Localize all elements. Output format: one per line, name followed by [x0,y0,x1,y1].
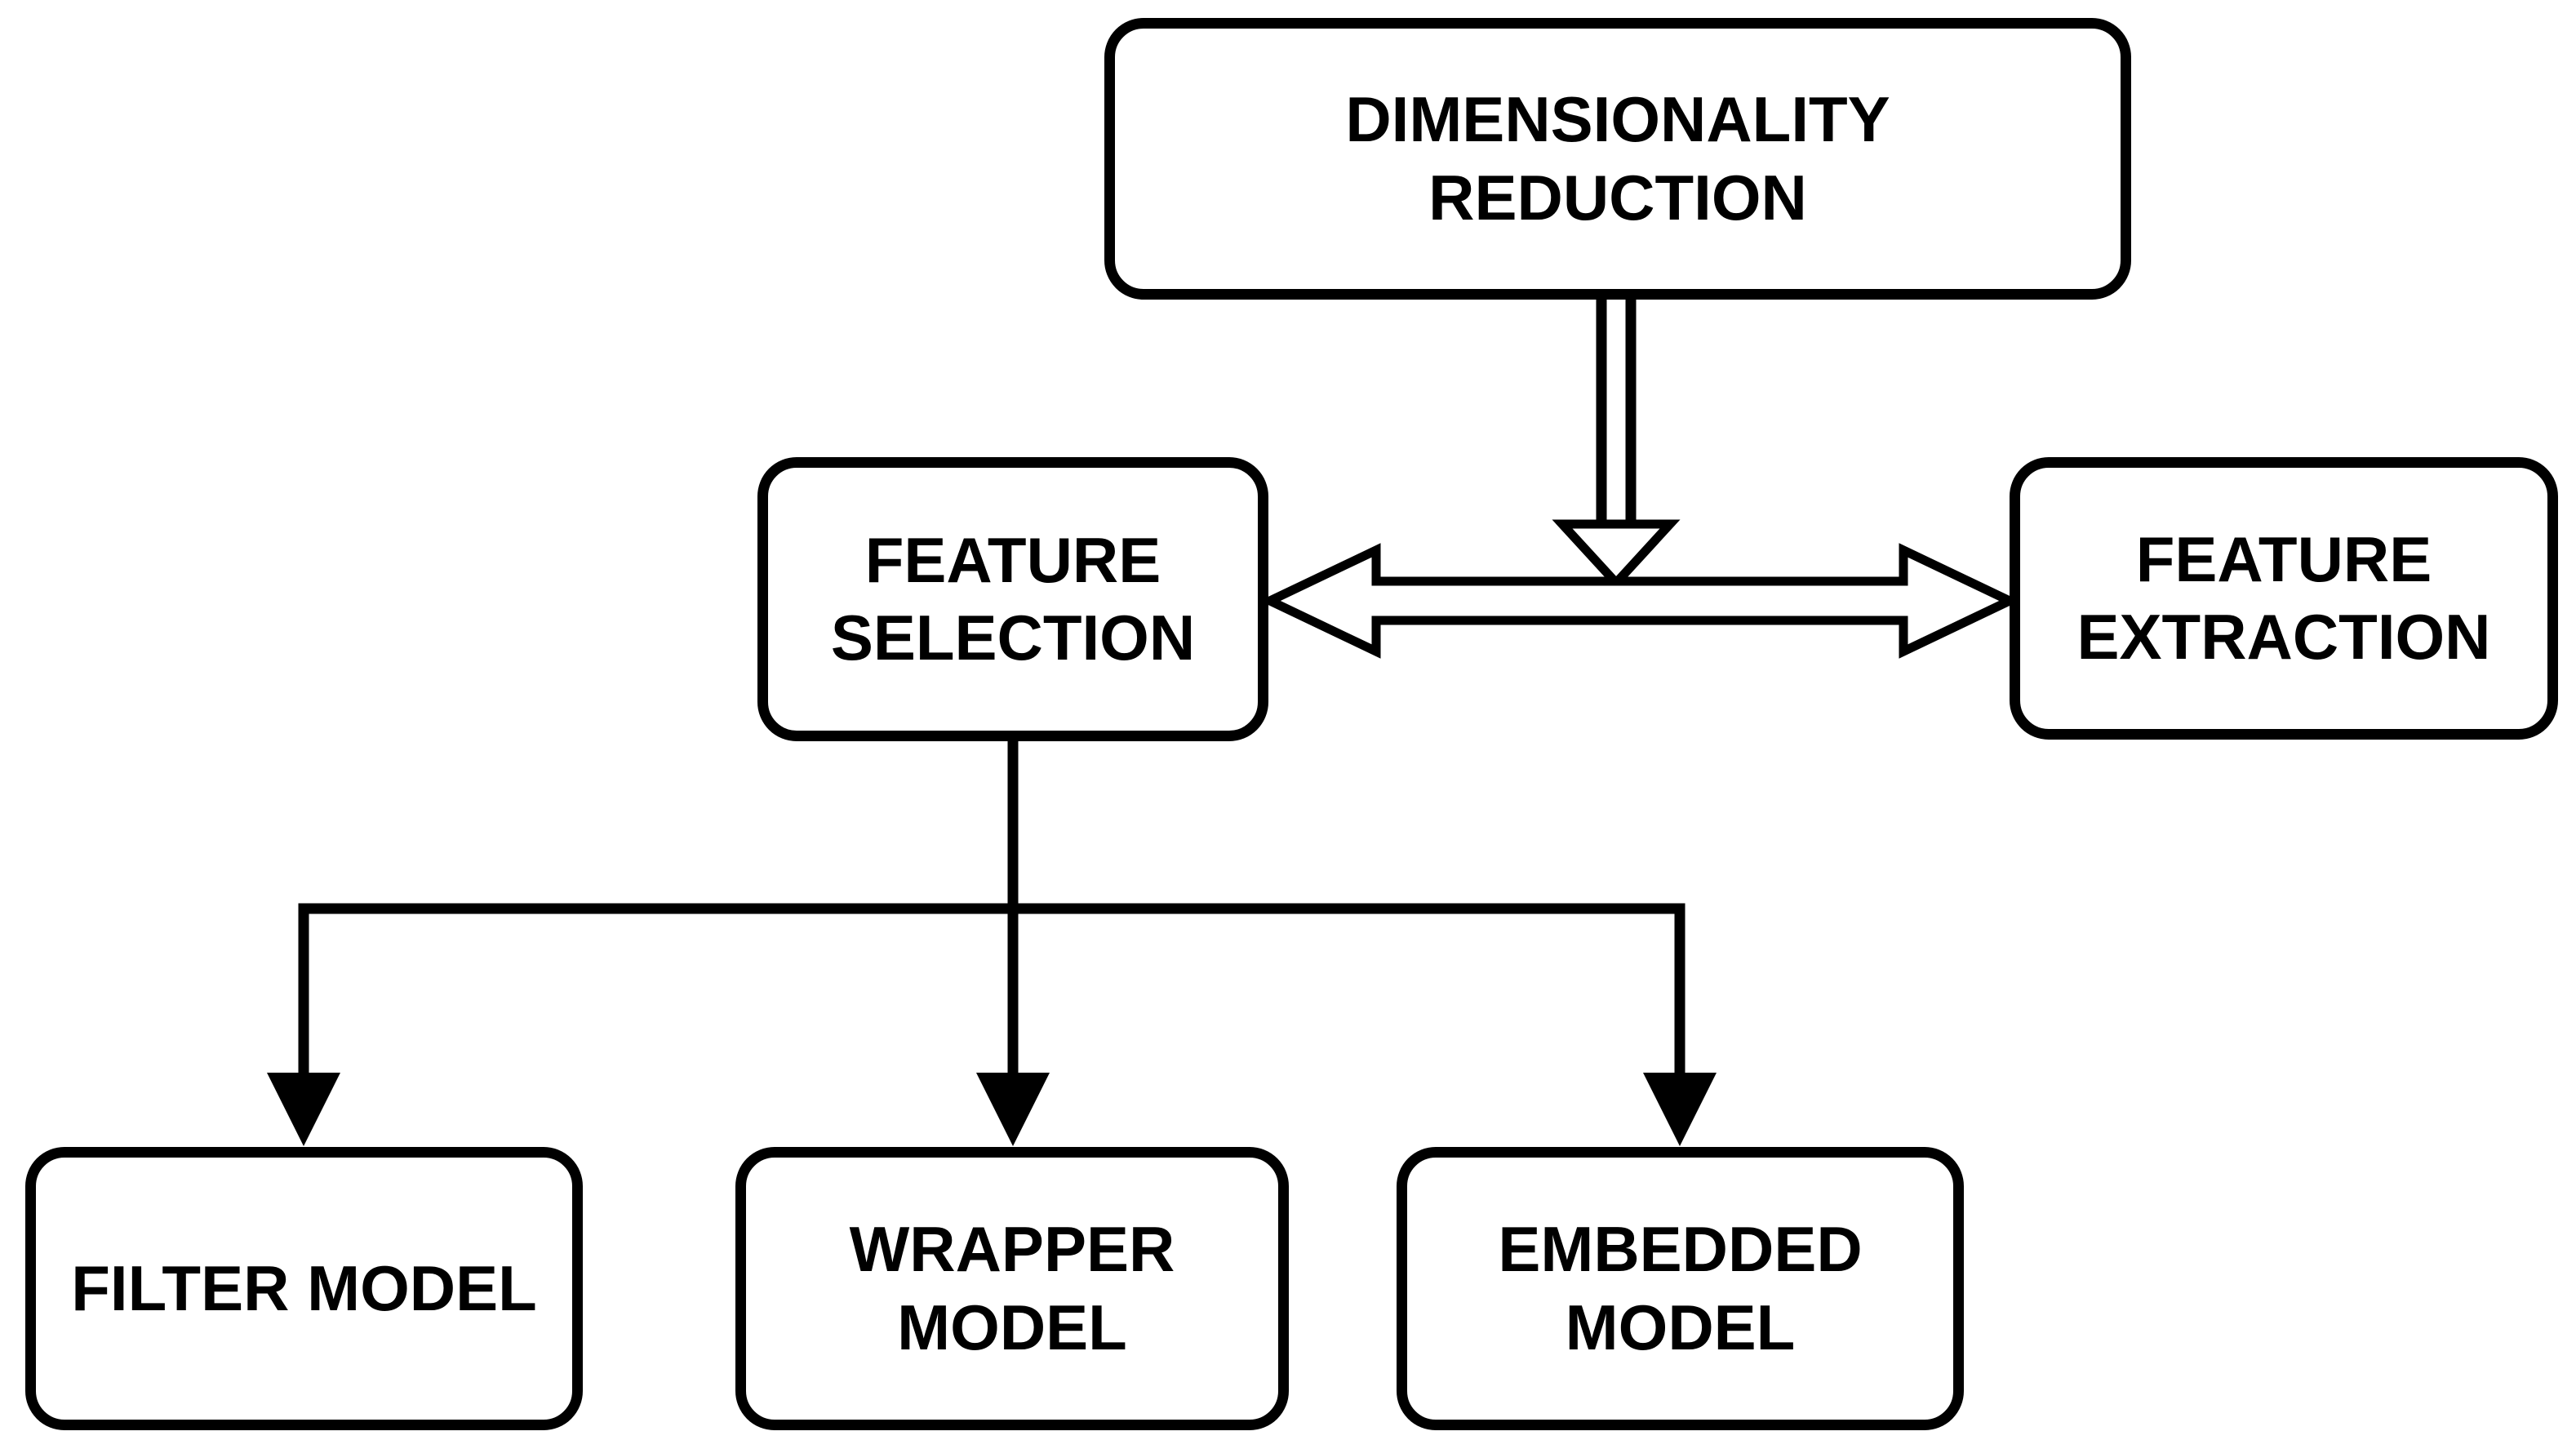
node-dimensionality-reduction: DIMENSIONALITY REDUCTION [1104,18,2131,300]
node-filter-model: FILTER MODEL [25,1147,583,1430]
node-label-line: SELECTION [830,602,1196,673]
node-label-line: DIMENSIONALITY [1345,83,1890,156]
hollow-arrowhead-down [1552,519,1681,590]
node-feature-selection: FEATURE SELECTION [757,457,1268,741]
node-feature-extraction: FEATURE EXTRACTION [2010,457,2558,740]
node-label-line: REDUCTION [1428,161,1807,233]
node-label-line: MODEL [897,1291,1127,1363]
arrowhead-to-wrapper-model [976,1073,1050,1146]
node-embedded-model: EMBEDDED MODEL [1397,1147,1964,1430]
arrowhead-to-embedded-model [1643,1073,1717,1146]
hollow-double-headed-arrow [1259,543,2020,659]
node-wrapper-model: WRAPPER MODEL [735,1147,1289,1430]
node-label-line: WRAPPER [849,1213,1175,1286]
edge-branch-rail-line [298,903,1686,1087]
node-label-line: MODEL [1565,1291,1796,1363]
node-label-line: FEATURE [864,523,1161,596]
node-label-line: FEATURE [2135,522,2432,595]
node-label-line: EMBEDDED [1498,1213,1863,1286]
node-label-line: FILTER MODEL [71,1251,537,1324]
node-label-line: EXTRACTION [2076,601,2491,673]
arrowhead-to-filter-model [267,1073,340,1146]
